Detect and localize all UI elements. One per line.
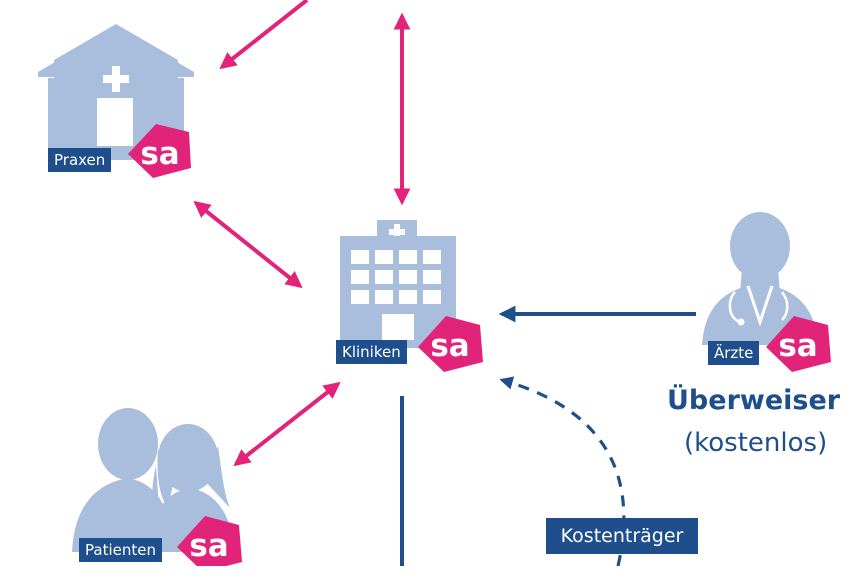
aerzte-label: Ärzte	[708, 341, 760, 365]
patienten-sa-badge: sa	[174, 516, 244, 582]
kliniken-label: Kliniken	[336, 340, 407, 364]
patienten-sa-text: sa	[189, 528, 229, 564]
connector-top-to-praxen	[219, 0, 309, 70]
patienten-couple-icon	[72, 408, 234, 552]
aerzte-sa-text: sa	[778, 328, 818, 364]
praxen-house-icon	[38, 24, 194, 160]
payer-label: Kostenträger	[546, 518, 698, 554]
aerzte-sa-badge: sa	[763, 316, 833, 382]
patienten-label: Patienten	[79, 538, 162, 562]
kliniken-sa-text: sa	[430, 328, 470, 364]
referrer-subtitle: (kostenlos)	[684, 428, 828, 458]
connector-praxen-kliniken	[193, 200, 303, 289]
connector-kliniken-patienten	[233, 381, 341, 467]
connector-kostentraeger-dashed	[499, 376, 626, 566]
referrer-title: Überweiser	[667, 385, 841, 416]
aerzte-sa-badge-shape	[766, 316, 831, 372]
network-diagram	[38, 0, 831, 566]
praxen-sa-text: sa	[140, 136, 180, 172]
praxen-sa-badge: sa	[125, 124, 195, 190]
praxen-sa-badge-shape	[128, 124, 191, 178]
patienten-sa-badge-shape	[177, 516, 242, 566]
kliniken-sa-badge-shape	[418, 316, 483, 372]
kliniken-sa-badge: sa	[415, 316, 485, 382]
praxen-label: Praxen	[48, 148, 112, 172]
